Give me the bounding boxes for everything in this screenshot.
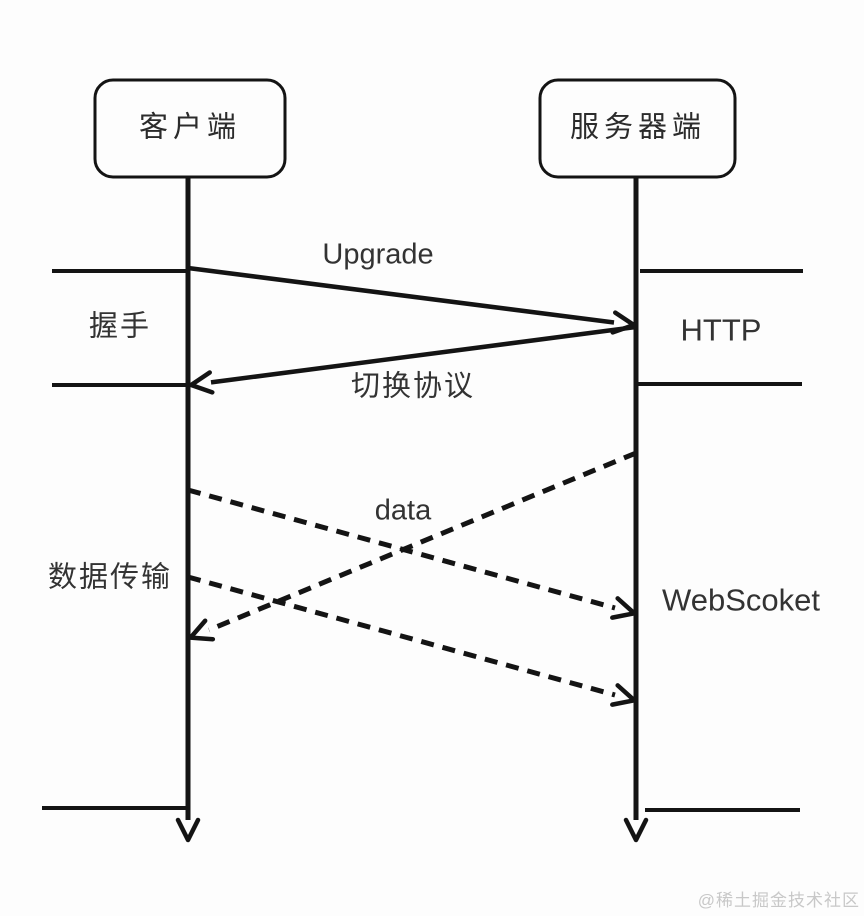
data-arrow-client-to-server-2 xyxy=(187,574,637,707)
switch-protocol-message-label: 切换协议 xyxy=(350,370,476,403)
client-actor-label: 客户端 xyxy=(138,111,242,144)
handshake-phase-label: 握手 xyxy=(88,310,152,343)
data-transfer-phase-label: 数据传输 xyxy=(47,561,173,594)
watermark-text: @稀土掘金技术社区 xyxy=(697,891,860,910)
upgrade-message-label: Upgrade xyxy=(322,238,434,271)
upgrade-arrow xyxy=(187,265,637,335)
data-arrow-server-to-client xyxy=(188,450,637,642)
websocket-protocol-label: WebScoket xyxy=(662,582,820,618)
data-message-label: data xyxy=(374,494,432,527)
server-actor-label: 服务器端 xyxy=(569,111,707,144)
switch-protocol-arrow xyxy=(188,324,637,395)
http-protocol-label: HTTP xyxy=(680,312,762,348)
